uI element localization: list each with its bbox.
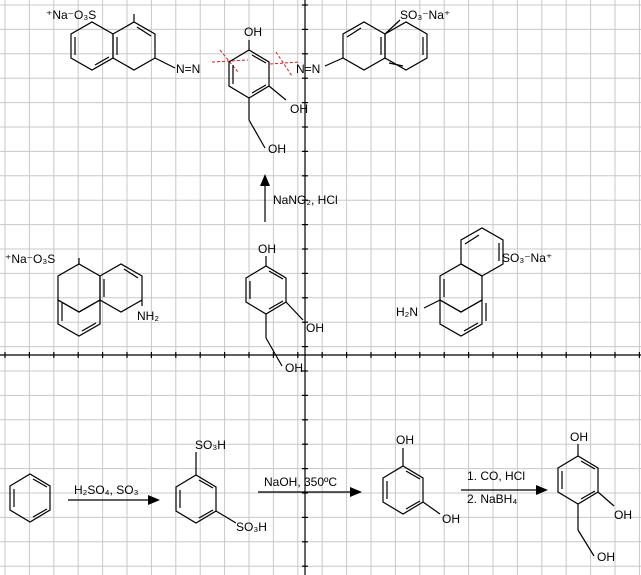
diazotization-reagents: NaNO₂, HCl	[273, 193, 338, 207]
right-cut-mark-2	[269, 61, 301, 65]
product-oh-top: OH	[244, 25, 262, 39]
step3-line2: 2. NaBH₄	[467, 492, 517, 506]
resorcinol-oh-top: OH	[396, 433, 414, 447]
final-oh-right: OH	[614, 508, 632, 522]
product-oh-right: OH	[290, 102, 308, 116]
sulfonation-arrow	[68, 495, 160, 505]
sulfonic-bottom-label: SO₃H	[236, 520, 267, 534]
mid-right-sulfonate-label: SO₃⁻Na⁺	[502, 251, 552, 265]
final-ch2oh: OH	[597, 550, 615, 564]
right-naphthalene-ring	[324, 19, 428, 71]
alkali-fusion-reagents: NaOH, 350ºC	[264, 475, 337, 489]
benzene-disulfonic-acid	[175, 452, 237, 524]
mid-left-sulfonate-label: ⁺Na⁻O₃S	[5, 252, 55, 266]
right-aminonaphthalene-sulfonate	[423, 227, 504, 337]
central-benzene-ring	[228, 40, 287, 149]
left-aminonaphthalene-sulfonate	[57, 258, 143, 337]
azo-left-label: N=N	[176, 62, 200, 76]
right-cut-mark	[275, 51, 293, 77]
center-ch2oh: OH	[285, 361, 303, 375]
left-naphthalene-ring	[70, 14, 176, 71]
product-ch2oh: OH	[268, 142, 286, 156]
center-oh-right: OH	[306, 321, 324, 335]
center-diol-benzyl-alcohol	[245, 256, 304, 367]
formylation-reduction-arrow	[461, 485, 548, 495]
mid-right-amine-label: H₂N	[396, 305, 418, 319]
alkali-fusion-arrow	[258, 487, 362, 497]
azo-dye-product: ⁺Na⁻O₃S N=N OH OH OH N=N	[46, 8, 450, 156]
dihydroxybenzyl-alcohol	[557, 444, 615, 557]
sulfonation-reagents: H₂SO₄, SO₃	[74, 483, 139, 497]
axis-ticks	[4, 4, 641, 567]
left-cut-mark-2	[211, 59, 249, 63]
resorcinol-oh-bottom: OH	[442, 512, 460, 526]
step3-line1: 1. CO, HCl	[467, 469, 525, 483]
mid-left-amine-label: NH₂	[137, 309, 159, 323]
final-oh-top: OH	[570, 430, 588, 444]
azo-right-label: N=N	[296, 62, 320, 76]
center-oh-top: OH	[258, 242, 276, 256]
sulfonic-top-label: SO₃H	[195, 438, 226, 452]
benzene-ring	[9, 473, 51, 523]
resorcinol	[382, 448, 441, 515]
right-sulfonate-label: SO₃⁻Na⁺	[400, 8, 450, 22]
left-sulfonate-label: ⁺Na⁻O₃S	[46, 8, 96, 22]
diazotization-arrow	[260, 174, 270, 222]
